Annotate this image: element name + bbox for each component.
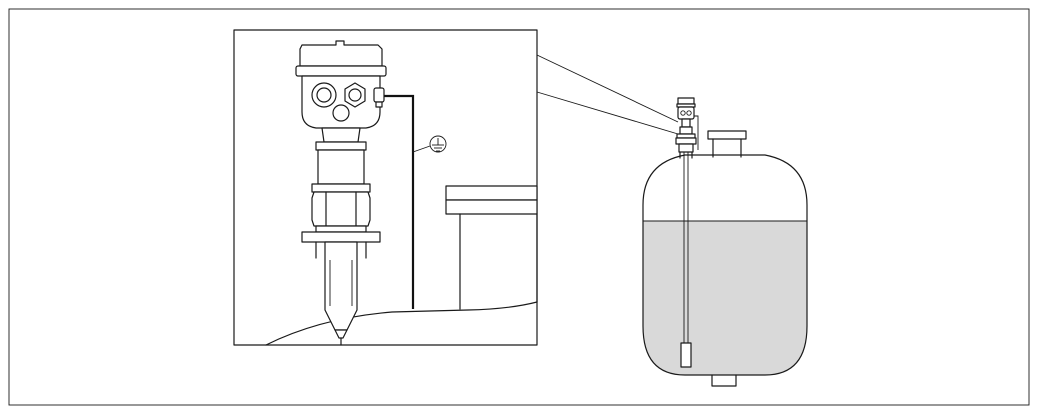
sensor-detail: [295, 40, 387, 346]
cable-gland-left: [311, 82, 337, 108]
vessel-roof: [265, 301, 538, 346]
adapter-sleeve: [317, 149, 365, 185]
ground-terminal: [373, 87, 385, 103]
mounted-sensor: [675, 97, 699, 368]
probe-tip: [334, 329, 348, 339]
housing-lid: [299, 40, 383, 67]
cable-gland-right: [344, 82, 366, 108]
housing-neck: [321, 127, 361, 143]
vent-plug: [332, 104, 350, 122]
manhole-flange: [707, 130, 747, 140]
ground-wire: [381, 94, 415, 309]
zoom-line-bottom: [536, 91, 679, 135]
process-flange: [301, 231, 381, 243]
outer-frame: [8, 8, 1030, 406]
adjacent-nozzle: [445, 185, 538, 310]
detail-inset: [233, 29, 679, 346]
mini-housing-lid: [677, 97, 695, 105]
ground-symbol: [412, 135, 447, 153]
housing-rim: [295, 65, 387, 77]
liquid-level: [643, 221, 807, 375]
tank-shell: [642, 154, 808, 376]
storage-tank: [642, 130, 808, 387]
zoom-line-top: [536, 54, 679, 123]
probe-weight: [680, 342, 692, 368]
hex-nut: [311, 191, 371, 227]
bottom-outlet: [711, 374, 737, 387]
